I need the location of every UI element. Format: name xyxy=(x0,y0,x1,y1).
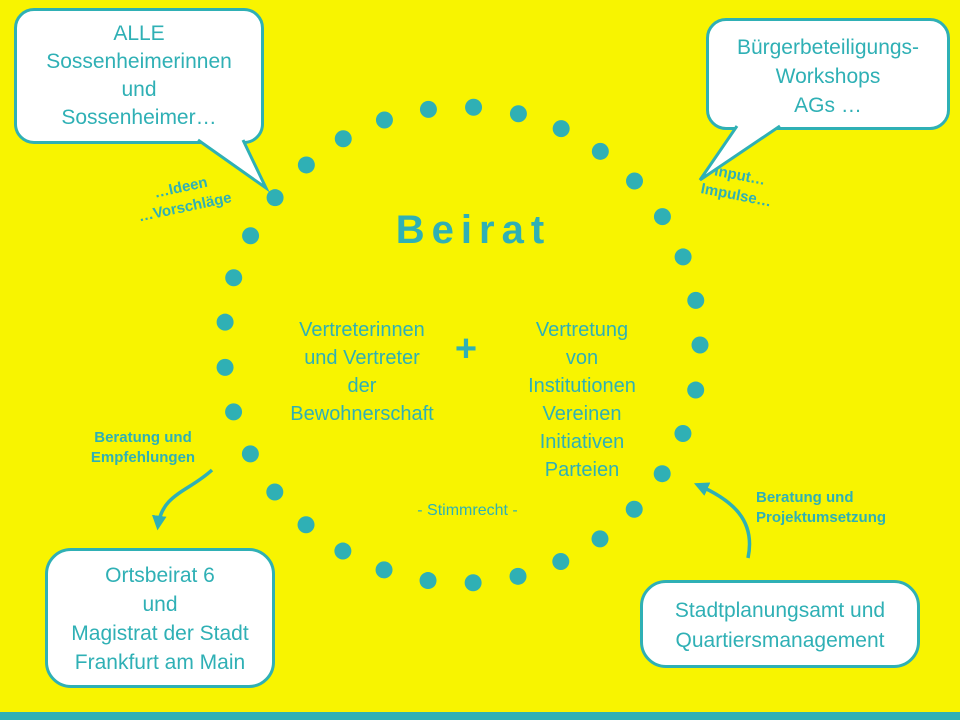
label-line: Empfehlungen xyxy=(90,449,196,466)
label-line: Beratung und xyxy=(756,489,854,506)
box-stadtplanungsamt: Stadtplanungsamt und Quartiersmanagement xyxy=(640,580,920,668)
label-beratung-empfehlungen: Beratung und Empfehlungen xyxy=(78,428,208,468)
group-line: Vertreterinnen xyxy=(299,319,425,341)
bubble-alle-sossenheimer: ALLE Sossenheimerinnen und Sossenheimer… xyxy=(14,8,264,144)
group-line: von xyxy=(565,347,599,369)
bubble-buergerbeteiligung: Bürgerbeteiligungs- Workshops AGs … xyxy=(706,18,950,130)
group-line: Institutionen xyxy=(528,375,636,397)
stimmrecht-note: - Stimmrecht - xyxy=(417,502,518,519)
plus-sign: + xyxy=(454,328,478,370)
group-line: der xyxy=(347,375,377,397)
box-line: Quartiersmanagement xyxy=(675,629,885,652)
diagram-title: Beirat xyxy=(395,208,552,252)
group-line: und Vertreter xyxy=(304,347,420,369)
curved-arrow-right xyxy=(693,482,752,559)
label-line: Beratung und xyxy=(94,429,192,446)
group-line: Vereinen xyxy=(542,403,622,425)
group-institutionen: Vertretung von Institutionen Vereinen In… xyxy=(492,316,672,484)
group-line: Vertretung xyxy=(535,319,629,341)
box-line: Magistrat der Stadt xyxy=(71,622,249,645)
label-beratung-projektumsetzung: Beratung und Projektumsetzung xyxy=(756,488,916,528)
box-line: und xyxy=(142,593,178,616)
bubble-line: Sossenheimerinnen xyxy=(46,50,232,73)
dotted-circle xyxy=(215,98,709,592)
box-line: Ortsbeirat 6 xyxy=(105,564,215,587)
box-line: Stadtplanungsamt und xyxy=(674,599,886,622)
bubble-line: Sossenheimer… xyxy=(61,106,217,129)
group-line: Initiativen xyxy=(539,431,625,453)
bubble-line: AGs … xyxy=(794,94,862,117)
bottom-accent-bar xyxy=(0,712,960,720)
label-line: Projektumsetzung xyxy=(756,509,887,526)
group-line: Parteien xyxy=(544,459,620,481)
curved-arrow-left xyxy=(151,468,214,531)
bubble-line: ALLE xyxy=(113,22,165,45)
bubble-line: Bürgerbeteiligungs- xyxy=(736,36,920,59)
box-ortsbeirat-magistrat: Ortsbeirat 6 und Magistrat der Stadt Fra… xyxy=(45,548,275,688)
bubble-line: und xyxy=(121,78,157,101)
group-bewohnerschaft: Vertreterinnen und Vertreter der Bewohne… xyxy=(272,316,452,428)
box-line: Frankfurt am Main xyxy=(74,651,246,674)
bubble-line: Workshops xyxy=(775,65,881,88)
group-line: Bewohnerschaft xyxy=(290,403,434,425)
